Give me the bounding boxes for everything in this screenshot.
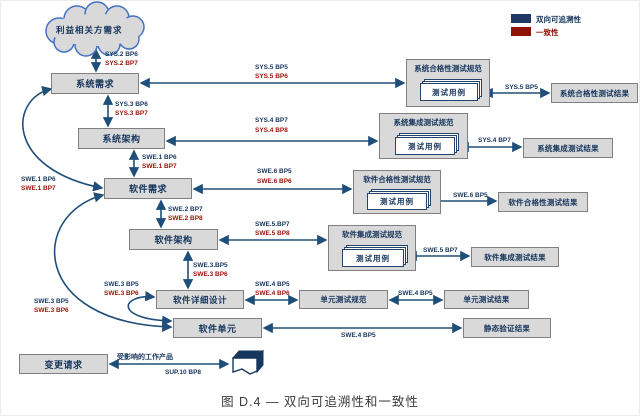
edge-label: SWE.6 BP5 bbox=[257, 168, 292, 175]
box-software-integration-test-results: 软件集成测试结果 bbox=[471, 247, 559, 267]
edge-label: SYS.5 BP5 bbox=[255, 64, 288, 71]
edge-label: SWE.2 BP8 bbox=[168, 215, 203, 222]
work-products-icon bbox=[231, 349, 265, 375]
edge-label: SWE.4 BP5 bbox=[398, 290, 433, 297]
edge-label: SYS.2 BP6 bbox=[105, 51, 138, 58]
box-change-request: 变更请求 bbox=[19, 354, 108, 374]
edge-label: SWE.4 BP5 bbox=[255, 281, 290, 288]
test-cases-label: 测试用例 bbox=[395, 137, 455, 155]
test-cases-label: 测试用例 bbox=[342, 249, 404, 267]
spec-title: 系统集成测试规范 bbox=[393, 118, 454, 127]
edge-label: SWE.3 BP5 bbox=[104, 281, 139, 288]
box-software-requirements: 软件需求 bbox=[104, 178, 192, 199]
edge-label: SWE.1 BP6 bbox=[142, 154, 177, 161]
edge-label: SWE.5 BP8 bbox=[255, 230, 290, 237]
legend-consistency-swatch bbox=[511, 27, 531, 36]
edge-label: SYS.4 BP8 bbox=[255, 127, 288, 134]
edge-label: SWE.1 BP7 bbox=[142, 163, 177, 170]
box-unit-test-spec: 单元测试规范 bbox=[299, 290, 388, 309]
test-cases-label: 测试用例 bbox=[420, 83, 478, 101]
test-cases-label: 测试用例 bbox=[367, 193, 427, 210]
spec-title: 系统合格性测试规范 bbox=[414, 64, 482, 73]
edge-label: SWE.5.BP7 bbox=[255, 221, 290, 228]
edge-label: SWE.3 BP6 bbox=[34, 307, 69, 314]
edge-label: SWE.6 BP5 bbox=[453, 192, 488, 199]
box-static-verification-results: 静态验证结果 bbox=[463, 318, 551, 338]
edge-label: SWE.1 BP6 bbox=[21, 176, 56, 183]
box-system-integration-test-spec: 系统集成测试规范 测试用例 bbox=[379, 113, 468, 159]
edge-label: SWE.2 BP7 bbox=[168, 206, 203, 213]
arrow-swdd-swunit-loop bbox=[127, 291, 173, 326]
edge-label: SYS.4 BP7 bbox=[255, 117, 288, 124]
edge-label: SWE.1 BP7 bbox=[21, 185, 56, 192]
box-system-requirements: 系统需求 bbox=[51, 73, 139, 94]
edge-label: SWE.4 BP6 bbox=[255, 290, 290, 297]
figure-caption: 图 D.4 — 双向可追溯性和一致性 bbox=[221, 395, 419, 409]
edge-label: SYS.5 BP5 bbox=[505, 84, 538, 91]
test-cases-stack: 测试用例 bbox=[342, 245, 408, 267]
arrow-sysreq-swreq-curve bbox=[22, 86, 104, 192]
box-system-architecture: 系统架构 bbox=[78, 128, 165, 149]
edge-label: SUP.10 BP8 bbox=[165, 369, 202, 376]
edge-label: SYS.3 BP6 bbox=[115, 101, 148, 108]
legend-consistency-label: 一致性 bbox=[536, 28, 559, 37]
legend-traceability-label: 双向可追溯性 bbox=[536, 15, 581, 24]
test-cases-stack: 测试用例 bbox=[367, 189, 431, 210]
spec-title: 软件集成测试规范 bbox=[342, 230, 402, 239]
box-software-detailed-design: 软件详细设计 bbox=[156, 290, 244, 309]
box-unit-test-results: 单元测试结果 bbox=[444, 290, 529, 309]
box-software-architecture: 软件架构 bbox=[129, 229, 218, 250]
affected-work-products-label: 受影响的工作产品 bbox=[117, 354, 173, 361]
box-system-qualification-test-results: 系统合格性测试结果 bbox=[551, 83, 638, 103]
edge-label: SWE.6 BP6 bbox=[257, 178, 292, 185]
cloud-label: 利益相关方需求 bbox=[56, 25, 123, 35]
edge-label: SYS.5 BP6 bbox=[255, 73, 288, 80]
edge-label: SWE.3 BP6 bbox=[193, 271, 228, 278]
edge-label: SWE.3.BP5 bbox=[193, 262, 228, 269]
box-software-units: 软件单元 bbox=[173, 318, 262, 338]
box-system-qualification-test-spec: 系统合格性测试规范 测试用例 bbox=[406, 59, 490, 107]
box-software-integration-test-spec: 软件集成测试规范 测试用例 bbox=[328, 225, 416, 271]
test-cases-stack: 测试用例 bbox=[395, 133, 459, 155]
edge-label: SWE.4 BP5 bbox=[341, 332, 376, 339]
edge-label: SYS.4 BP7 bbox=[478, 137, 511, 144]
box-software-qualification-test-spec: 软件合格性测试规范 测试用例 bbox=[353, 170, 441, 214]
edge-label: SWE.3 BP6 bbox=[104, 290, 139, 297]
arrow-swreq-swunit-curve bbox=[53, 192, 173, 332]
edge-label: SWE.3 BP5 bbox=[34, 298, 69, 305]
box-software-qualification-test-results: 软件合格性测试结果 bbox=[498, 192, 588, 212]
spec-title: 软件合格性测试规范 bbox=[363, 175, 431, 184]
edge-label: SYS.3 BP7 bbox=[115, 110, 148, 117]
edge-label: SWE.5 BP7 bbox=[423, 247, 458, 254]
test-cases-stack: 测试用例 bbox=[420, 79, 482, 101]
edge-label: SYS.2 BP7 bbox=[105, 60, 138, 67]
box-system-integration-test-results: 系统集成测试结果 bbox=[523, 138, 613, 158]
legend-traceability-swatch bbox=[511, 14, 531, 23]
stakeholder-requirements-cloud bbox=[45, 1, 145, 57]
